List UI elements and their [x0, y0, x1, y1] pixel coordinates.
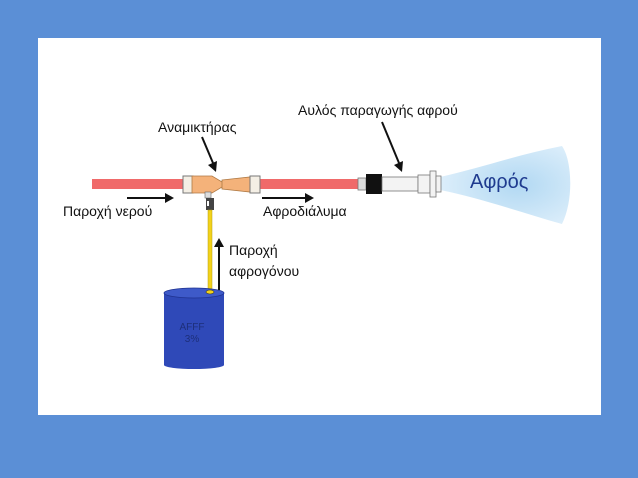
concentrate-supply-label-line1: Παροχή [229, 242, 278, 258]
afff-tank [163, 287, 225, 369]
foam-label: Αφρός [470, 171, 529, 193]
nozzle-label: Αυλός παραγωγής αφρού [298, 102, 458, 118]
water-supply-label: Παροχή νερού [63, 203, 153, 219]
diagram-panel [38, 38, 601, 415]
tank-percent: 3% [184, 334, 200, 345]
foam-solution-label: Αφροδιάλυμα [263, 203, 347, 219]
tank-name: AFFF [179, 322, 205, 333]
water-hose [92, 179, 187, 189]
foam-nozzle [357, 170, 442, 198]
concentrate-line [207, 209, 213, 293]
concentrate-supply-label-line2: αφρογόνου [229, 263, 300, 279]
foam-spray [440, 146, 571, 224]
arrows [127, 121, 403, 290]
mixer [182, 175, 261, 210]
mixer-label: Αναμικτήρας [158, 119, 237, 135]
solution-hose [258, 179, 362, 189]
